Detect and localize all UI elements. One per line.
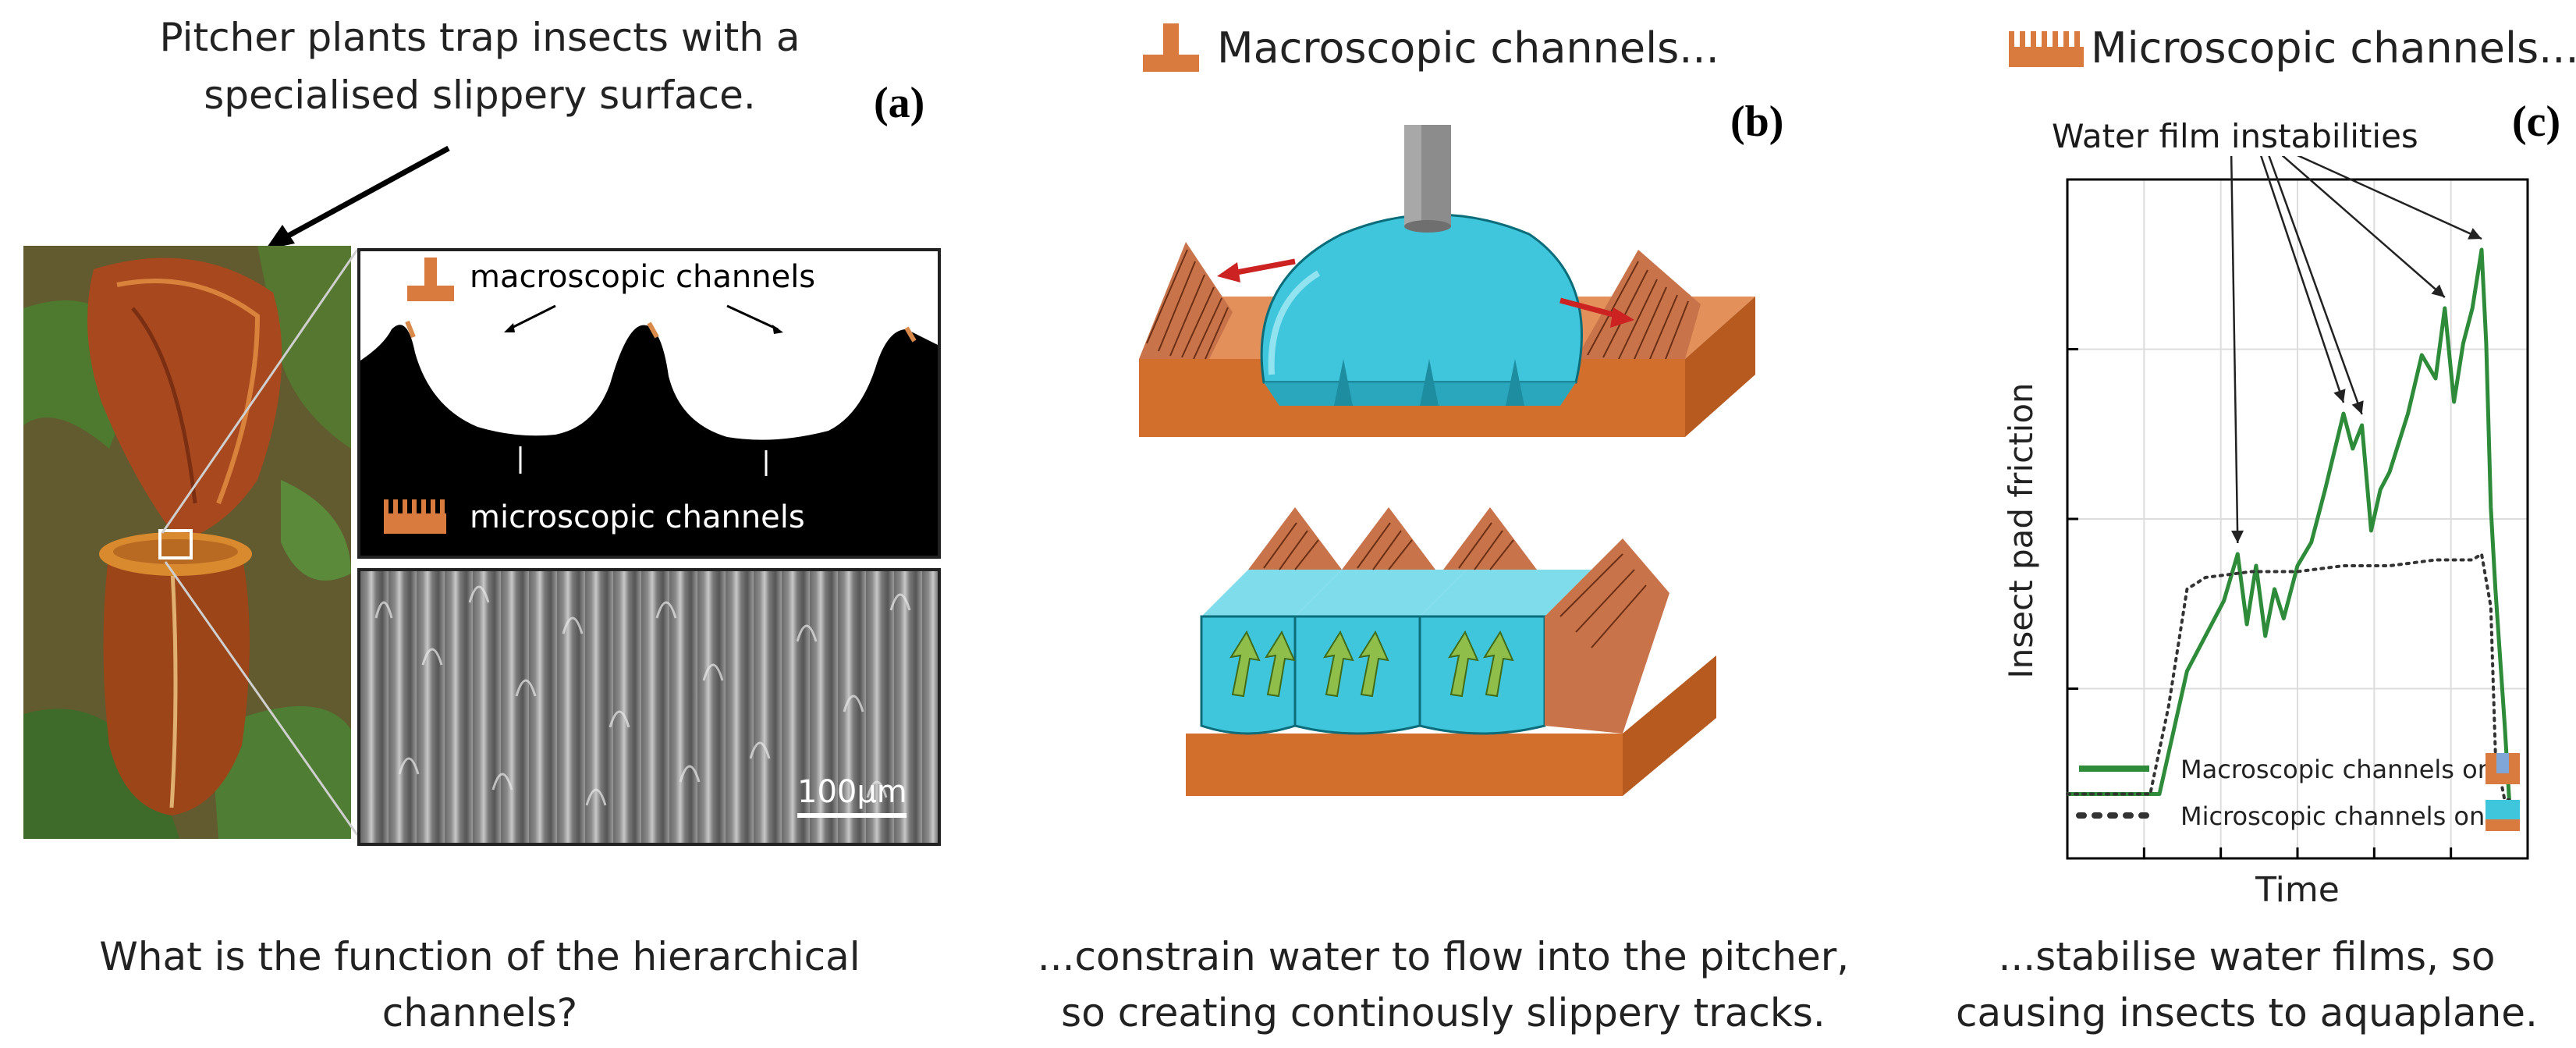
annotation-arrow: [2297, 156, 2482, 240]
macro-label-arrows: [504, 304, 783, 476]
pitcher-plant-photo: [23, 246, 351, 839]
x-axis-label: Time: [2255, 870, 2340, 910]
macro-channels-label: macroscopic channels: [470, 259, 816, 295]
panel-a-title-line1: Pitcher plants trap insects with a: [159, 15, 800, 60]
micro-channel-icon: [384, 499, 446, 534]
panel-b-label: (b): [1730, 98, 1784, 146]
legend-macro-label: Macroscopic channels only: [2180, 755, 2515, 784]
micro-channels-label: microscopic channels: [470, 499, 805, 535]
micro-channel-icon-c: [2009, 31, 2084, 67]
macro-channel-icon: [407, 258, 454, 301]
cross-section-panel: macroscopic channels microscopic channel…: [357, 248, 941, 559]
series-line-micro: [2066, 552, 2511, 801]
panel-c-heading: Microscopic channels...: [2091, 23, 2576, 73]
panel-c-caption-line2: causing insects to aquaplane.: [1956, 990, 2538, 1036]
annotation-arrow: [2281, 156, 2446, 298]
y-axis-label: Insect pad friction: [2002, 382, 2040, 678]
scale-bar-label: 100µm: [797, 774, 907, 810]
water-in-channels-diagram: [1186, 507, 1716, 796]
panel-a-caption-line2: channels?: [381, 990, 578, 1036]
panel-a-label: (a): [874, 79, 925, 127]
zoom-lines: [161, 249, 359, 836]
scale-bar: [797, 813, 907, 818]
instabilities-annotation: Water film instabilities: [2052, 117, 2418, 155]
panel-c-caption-line1: ...stabilise water films, so: [1998, 934, 2496, 979]
series-line-macro: [2067, 247, 2511, 801]
panel-b-caption-line1: ...constrain water to flow into the pitc…: [1037, 934, 1850, 979]
annotation-arrowhead: [2431, 284, 2445, 297]
annotation-arrowhead: [2333, 389, 2346, 403]
macro-channel-icon-b: [1143, 23, 1199, 72]
annotation-arrowhead: [2231, 530, 2244, 543]
legend-micro-label: Microscopic channels only: [2180, 801, 2507, 831]
pointer-arrow: [265, 145, 450, 250]
panel-b-heading: Macroscopic channels...: [1217, 23, 1719, 73]
cross-section-profile: [360, 251, 938, 556]
sem-micrograph: 100µm: [357, 568, 941, 846]
panel-a-caption-line1: What is the function of the hierarchical: [99, 934, 860, 979]
sem-texture: [374, 585, 911, 806]
annotation-arrowhead: [2351, 400, 2364, 414]
friction-chart: Insect pad friction Time Macroscopic cha…: [2002, 156, 2529, 910]
annotation-arrow: [2230, 156, 2239, 544]
panel-a-title-line2: specialised slippery surface.: [204, 73, 756, 118]
annotation-arrow: [2260, 156, 2345, 403]
annotation-arrow: [2268, 156, 2363, 415]
droplet-on-channels-diagram: [1139, 125, 1755, 437]
panel-c-label: (c): [2512, 98, 2561, 146]
panel-b-caption-line2: so creating continously slippery tracks.: [1061, 990, 1826, 1036]
annotation-arrowhead: [2468, 228, 2482, 240]
